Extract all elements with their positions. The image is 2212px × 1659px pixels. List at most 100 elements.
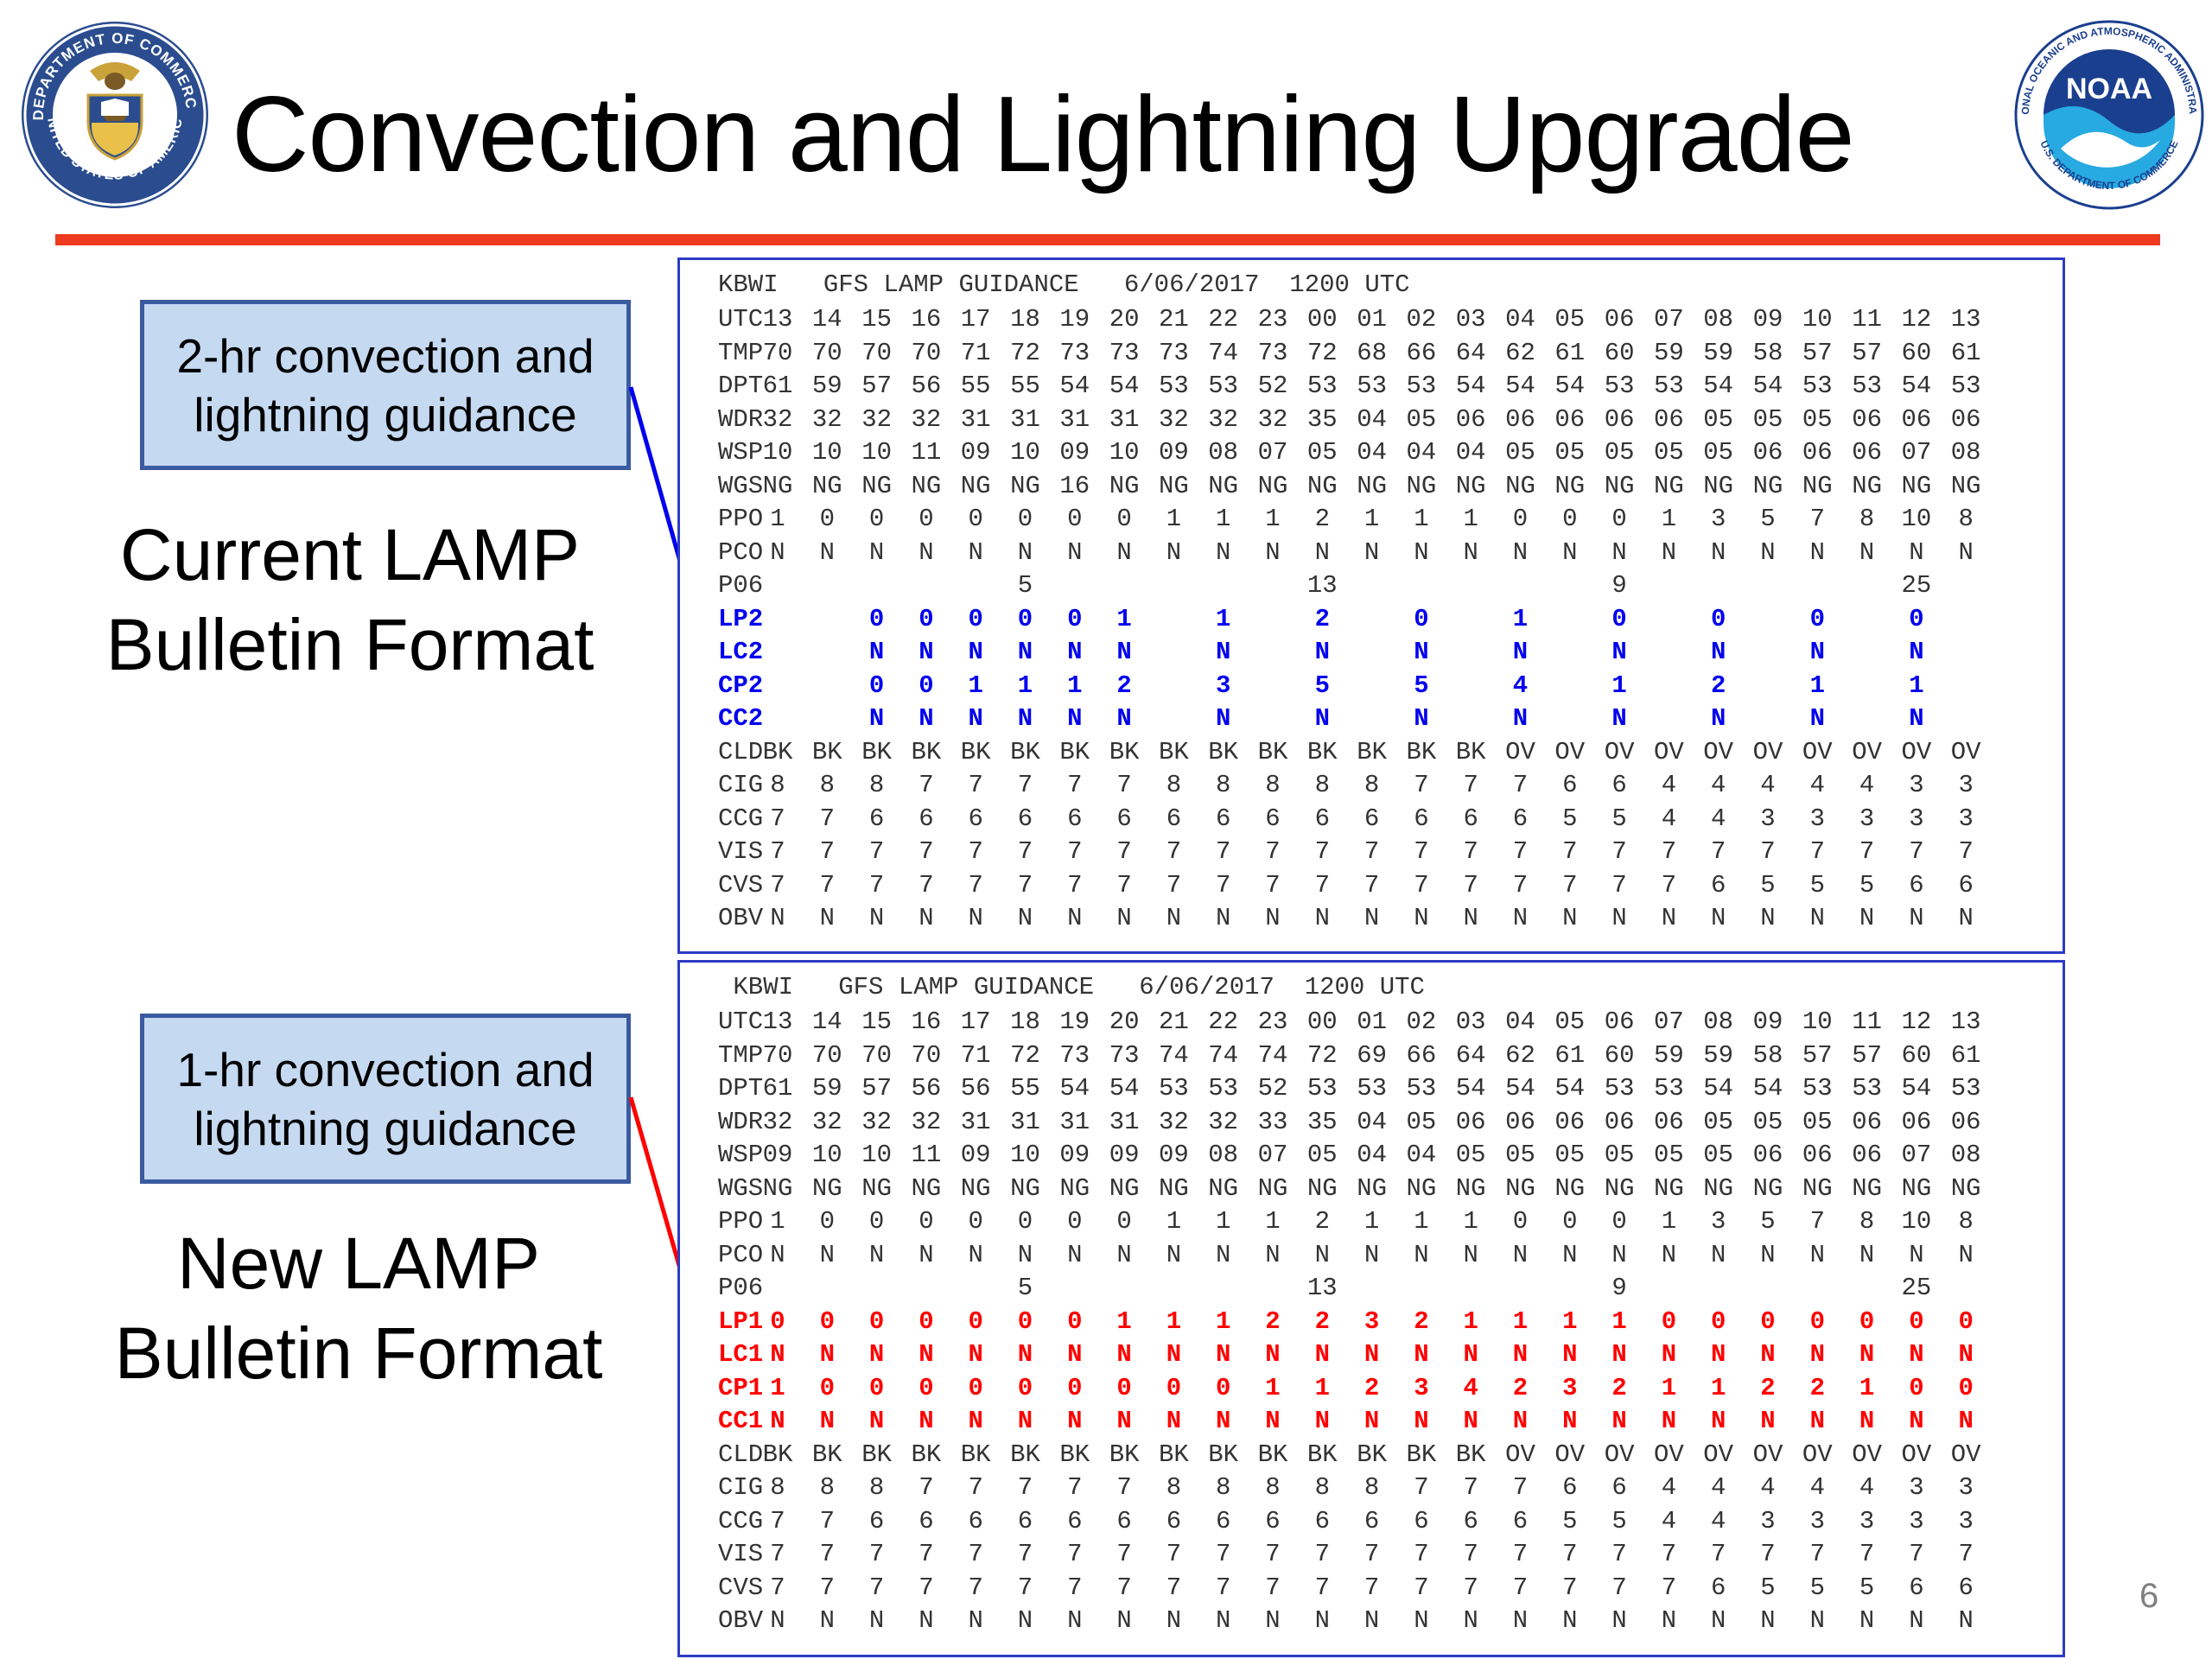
row-cell: 05 bbox=[1604, 1141, 1635, 1169]
callout-current-guidance: 2-hr convection and lightning guidance bbox=[140, 300, 631, 470]
row-cell: N bbox=[770, 1240, 785, 1269]
row-cell: 7 bbox=[1414, 1473, 1429, 1502]
row-cell: 06 bbox=[1950, 1107, 1981, 1136]
row-cell: 57 bbox=[1802, 1040, 1833, 1070]
row-cell: 6 bbox=[968, 1506, 983, 1535]
row-cell: 7 bbox=[1314, 1540, 1330, 1568]
row-cell: BK bbox=[1208, 737, 1239, 766]
row-cell: N bbox=[1809, 638, 1825, 666]
row-cell: N bbox=[1116, 904, 1132, 932]
row-cell: 07 bbox=[1257, 438, 1288, 467]
row-cell: 13 bbox=[1950, 1007, 1981, 1036]
row-cell: 11 bbox=[1852, 1007, 1882, 1036]
row-cell: 53 bbox=[1950, 1074, 1981, 1103]
row-cell: 3 bbox=[1809, 1506, 1825, 1535]
row-cell: 0 bbox=[918, 1373, 934, 1402]
row-cell: 17 bbox=[960, 1007, 991, 1036]
row-cell: 3 bbox=[1909, 804, 1924, 833]
row-cell: 02 bbox=[1406, 1007, 1437, 1036]
row-cell: NG bbox=[1752, 471, 1783, 500]
row-cell: 7 bbox=[868, 1540, 885, 1568]
row-cell: 1 bbox=[1265, 1373, 1281, 1402]
row-cell: 2 bbox=[1710, 671, 1726, 700]
department-of-commerce-seal-icon: DEPARTMENT OF COMMERCE UNITED STATES OF … bbox=[14, 6, 211, 211]
row-cell: 7 bbox=[819, 1540, 835, 1568]
row-cell: 0 bbox=[1017, 1306, 1033, 1336]
row-cell: 07 bbox=[1901, 1141, 1932, 1169]
row-cell: 1 bbox=[1611, 671, 1627, 700]
row-cell: 7 bbox=[1809, 1207, 1825, 1236]
row-cell: 7 bbox=[1414, 837, 1429, 866]
row-cell: 7 bbox=[1017, 1540, 1033, 1568]
row-cell: 59 bbox=[1703, 338, 1734, 367]
row-cell: 10 bbox=[1109, 438, 1140, 467]
row-cell: 0 bbox=[819, 1373, 835, 1402]
row-cell: 0 bbox=[1809, 604, 1825, 633]
row-cell: 58 bbox=[1752, 1040, 1783, 1070]
row-cell: BK bbox=[1109, 1440, 1140, 1469]
row-cell: 6 bbox=[1611, 1473, 1627, 1502]
row-cell: 54 bbox=[1455, 1074, 1486, 1103]
row-cell: N bbox=[819, 1407, 835, 1435]
row-cell: 2 bbox=[1512, 1373, 1529, 1402]
row-cell: 32 bbox=[811, 404, 842, 434]
row-cell: 20 bbox=[1109, 1007, 1140, 1036]
row-cell: NG bbox=[1653, 1173, 1684, 1203]
row-cell: 09 bbox=[762, 1141, 793, 1169]
row-cell: 01 bbox=[1357, 1007, 1387, 1036]
row-cell: 7 bbox=[1710, 1540, 1726, 1568]
row-cell: 7 bbox=[1710, 837, 1726, 866]
row-cell: 7 bbox=[1017, 837, 1033, 866]
row-cell: N bbox=[1116, 537, 1132, 567]
row-cell: 1 bbox=[1363, 505, 1380, 533]
row-cell: 6 bbox=[1215, 804, 1231, 833]
row-cell: 6 bbox=[1562, 771, 1578, 799]
row-cell: 07 bbox=[1653, 305, 1684, 334]
row-cell: N bbox=[1958, 904, 1974, 932]
row-cell: 1 bbox=[1363, 1207, 1380, 1236]
row-cell: 31 bbox=[1059, 1107, 1090, 1136]
row-cell: NG bbox=[960, 471, 991, 500]
row-cell: 04 bbox=[1505, 305, 1535, 334]
row-cell: BK bbox=[1257, 1440, 1288, 1469]
row-cell: NG bbox=[1406, 1173, 1437, 1203]
row-cell: OV bbox=[1505, 737, 1535, 766]
row-cell: 1 bbox=[1414, 1207, 1429, 1236]
caption-new-format: New LAMP Bulletin Format bbox=[114, 1223, 603, 1394]
row-cell: 1 bbox=[770, 1207, 785, 1236]
row-cell: 66 bbox=[1406, 1040, 1437, 1070]
row-cell: OV bbox=[1802, 737, 1833, 766]
row-cell: N bbox=[1611, 1340, 1627, 1369]
row-cell: 12 bbox=[1901, 1007, 1932, 1036]
row-cell: N bbox=[1909, 704, 1924, 733]
row-cell: 2 bbox=[1314, 1207, 1330, 1236]
row-cell: 09 bbox=[1752, 1007, 1783, 1036]
row-cell: 3 bbox=[1909, 1473, 1924, 1502]
row-cell: 7 bbox=[1116, 1573, 1132, 1602]
row-cell: N bbox=[1710, 638, 1726, 666]
row-cell: 7 bbox=[819, 870, 835, 899]
row-cell: N bbox=[1067, 904, 1083, 932]
row-cell: 7 bbox=[1215, 1540, 1231, 1568]
row-cell: N bbox=[1314, 904, 1330, 932]
row-cell: NG bbox=[1158, 471, 1189, 500]
row-cell: 09 bbox=[1158, 1141, 1189, 1169]
title-divider bbox=[55, 234, 2160, 245]
row-cell: 5 bbox=[1809, 1573, 1825, 1602]
row-cell: 0 bbox=[1166, 1373, 1182, 1402]
row-cell: 06 bbox=[1554, 404, 1586, 434]
row-cell: N bbox=[1215, 537, 1231, 567]
row-cell: NG bbox=[1604, 471, 1635, 500]
row-label: CIG bbox=[718, 771, 764, 799]
row-cell: 07 bbox=[1901, 438, 1932, 467]
row-cell: OV bbox=[1653, 737, 1684, 766]
row-cell: 7 bbox=[1463, 870, 1478, 899]
row-cell: 09 bbox=[1752, 305, 1783, 334]
row-cell: N bbox=[1017, 638, 1033, 666]
row-cell: OV bbox=[1554, 737, 1586, 766]
row-cell: 08 bbox=[1950, 1141, 1981, 1169]
